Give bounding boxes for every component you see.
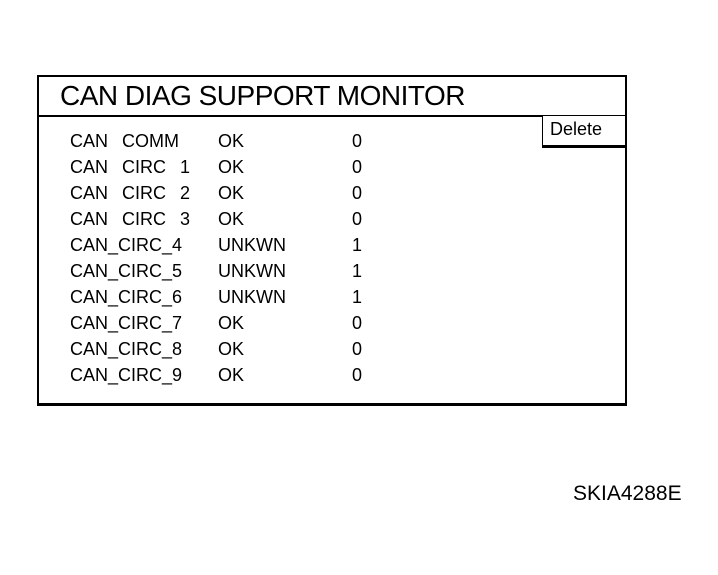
item-status: OK bbox=[218, 157, 245, 177]
item-status: OK bbox=[218, 313, 245, 333]
item-status: OK bbox=[218, 131, 245, 151]
item-count: 0 bbox=[352, 365, 363, 385]
monitor-row: CAN CIRC 3 OK 0 bbox=[70, 206, 623, 232]
item-label: CAN_CIRC_4 bbox=[70, 235, 183, 255]
title-bar: CAN DIAG SUPPORT MONITOR bbox=[39, 77, 625, 117]
item-status: UNKWN bbox=[218, 287, 286, 307]
item-label: CAN_CIRC_6 bbox=[70, 287, 183, 307]
item-label: CAN_CIRC_5 bbox=[70, 261, 183, 281]
monitor-row: CAN_CIRC_6 UNKWN 1 bbox=[70, 284, 623, 310]
page-title: CAN DIAG SUPPORT MONITOR bbox=[60, 80, 465, 111]
monitor-row: CAN_CIRC_7 OK 0 bbox=[70, 310, 623, 336]
item-status: OK bbox=[218, 183, 245, 203]
item-label: CAN_CIRC_7 bbox=[70, 313, 183, 333]
item-label: CAN CIRC 2 bbox=[70, 183, 191, 203]
figure-code: SKIA4288E bbox=[573, 482, 682, 505]
item-status: OK bbox=[218, 339, 245, 359]
item-count: 1 bbox=[352, 287, 363, 307]
item-count: 0 bbox=[352, 183, 363, 203]
item-label: CAN CIRC 1 bbox=[70, 157, 191, 177]
item-count: 1 bbox=[352, 235, 363, 255]
item-status: OK bbox=[218, 365, 245, 385]
item-label: CAN_CIRC_8 bbox=[70, 339, 183, 359]
can-diag-monitor-window: CAN DIAG SUPPORT MONITOR Delete CAN COMM… bbox=[37, 75, 627, 406]
delete-button[interactable]: Delete bbox=[542, 115, 625, 148]
item-label: CAN CIRC 3 bbox=[70, 209, 191, 229]
item-status: UNKWN bbox=[218, 261, 286, 281]
monitor-row: CAN_CIRC_5 UNKWN 1 bbox=[70, 258, 623, 284]
monitor-row: CAN_CIRC_8 OK 0 bbox=[70, 336, 623, 362]
item-count: 0 bbox=[352, 313, 363, 333]
item-status: UNKWN bbox=[218, 235, 286, 255]
item-count: 0 bbox=[352, 131, 363, 151]
item-count: 0 bbox=[352, 157, 363, 177]
item-status: OK bbox=[218, 209, 245, 229]
monitor-row: CAN CIRC 1 OK 0 bbox=[70, 154, 623, 180]
item-label: CAN_CIRC_9 bbox=[70, 365, 183, 385]
item-count: 0 bbox=[352, 339, 363, 359]
monitor-row: CAN_CIRC_4 UNKWN 1 bbox=[70, 232, 623, 258]
monitor-row-list: CAN COMM OK 0 CAN CIRC 1 OK 0 CAN CIRC 2… bbox=[70, 128, 623, 388]
monitor-row: CAN COMM OK 0 bbox=[70, 128, 623, 154]
item-count: 0 bbox=[352, 209, 363, 229]
item-label: CAN COMM bbox=[70, 131, 179, 151]
item-count: 1 bbox=[352, 261, 363, 281]
monitor-row: CAN CIRC 2 OK 0 bbox=[70, 180, 623, 206]
monitor-row: CAN_CIRC_9 OK 0 bbox=[70, 362, 623, 388]
